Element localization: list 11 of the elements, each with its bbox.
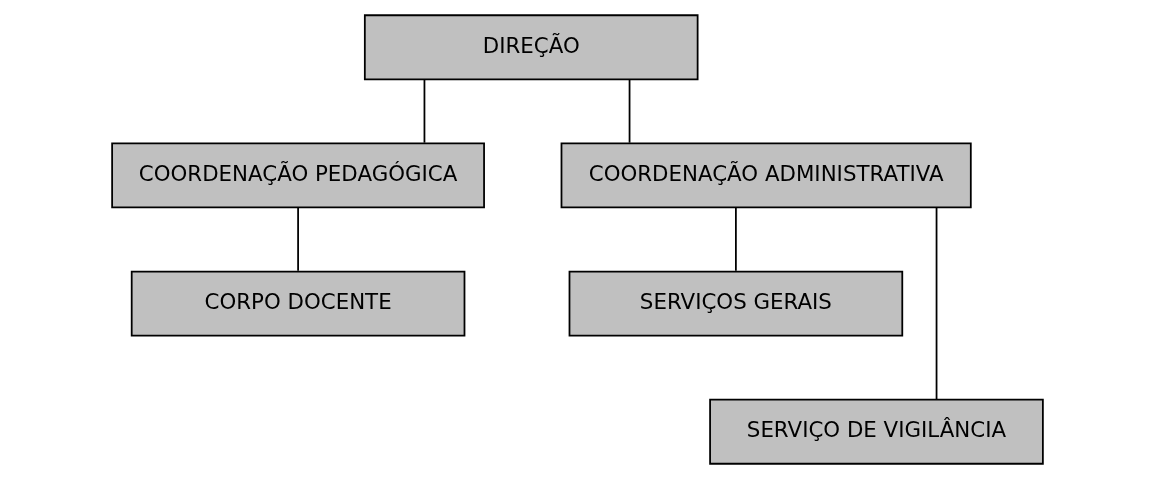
node-box: COORDENAÇÃO ADMINISTRATIVA <box>560 142 972 209</box>
node-box: CORPO DOCENTE <box>130 270 465 337</box>
node-box: DIREÇÃO <box>363 14 698 81</box>
connector <box>734 206 737 272</box>
node-box: SERVIÇO DE VIGILÂNCIA <box>708 398 1044 465</box>
connector <box>935 207 937 401</box>
node-box: SERVIÇOS GERAIS <box>568 270 903 337</box>
connector <box>423 78 425 144</box>
node-box: COORDENAÇÃO PEDAGÓGICA <box>110 142 485 209</box>
connector <box>296 206 299 272</box>
connector <box>628 78 630 144</box>
